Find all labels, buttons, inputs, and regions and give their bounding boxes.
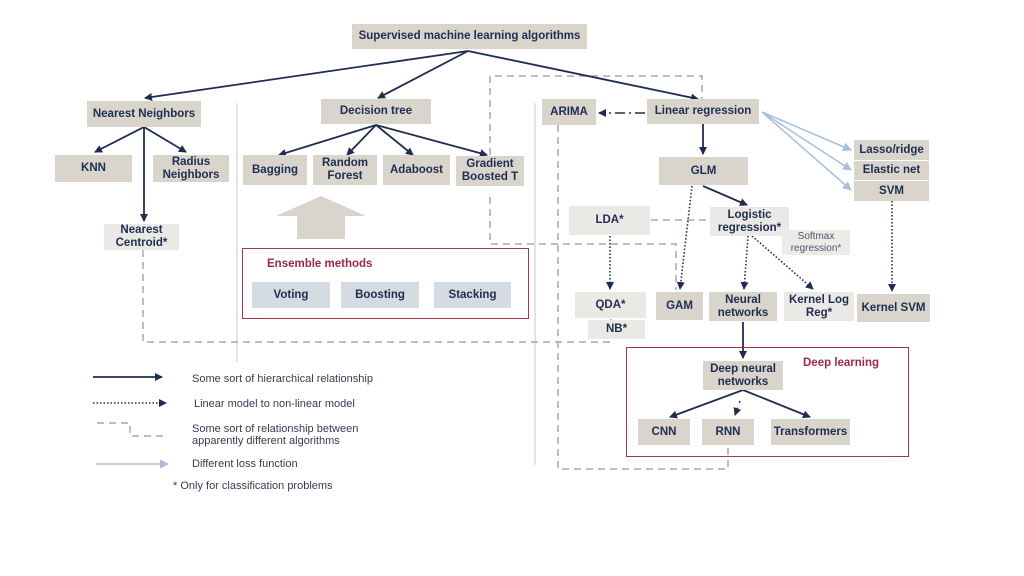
node-stacking: Stacking <box>434 282 511 308</box>
big-up-arrow <box>276 196 366 239</box>
node-glm: GLM <box>659 157 748 185</box>
footnote: * Only for classification problems <box>173 480 333 492</box>
arrow-nn-knn <box>94 126 145 153</box>
arrow-nn-radius <box>143 126 187 153</box>
ensemble-methods-label: Ensemble methods <box>267 258 373 270</box>
legend-solid-text: Some sort of hierarchical relationship <box>192 373 373 385</box>
node-decision-tree: Decision tree <box>321 99 431 124</box>
arrow-root-dt <box>377 50 469 99</box>
arrow-dt-bagging <box>278 124 377 157</box>
node-random-forest: Random Forest <box>313 155 377 185</box>
node-boosting: Boosting <box>341 282 419 308</box>
node-knn: KNN <box>55 155 132 182</box>
arrow-dnn-rnn <box>733 400 742 416</box>
node-radius-neighbors: Radius Neighbors <box>153 155 229 182</box>
dashed-gbt-linreg <box>489 75 703 155</box>
node-qda: QDA* <box>575 292 646 318</box>
dashed-arima-rnn <box>557 125 729 470</box>
arrow-dnn-transformers <box>742 389 811 419</box>
legend-dashed-text: Some sort of relationship between appare… <box>192 423 359 447</box>
arrow-root-linreg <box>467 50 699 102</box>
legend-dotted-text: Linear model to non-linear model <box>194 398 355 410</box>
arrow-dnn-cnn <box>669 389 744 419</box>
deep-learning-group <box>626 347 909 457</box>
node-kernel-log-reg: Kernel Log Reg* <box>784 292 854 321</box>
arrow-linreg-svm <box>761 111 852 191</box>
node-cnn: CNN <box>638 419 690 445</box>
arrow-linreg-lasso <box>761 111 852 151</box>
arrow-logistic-klr <box>751 235 814 290</box>
legend-light-text: Different loss function <box>192 458 298 470</box>
dashed-centroid-lda <box>142 250 612 343</box>
arrow-root-nn <box>144 50 469 101</box>
node-neural-networks: Neural networks <box>709 292 777 321</box>
node-bagging: Bagging <box>243 155 307 185</box>
node-svm: SVM <box>854 181 929 201</box>
node-root: Supervised machine learning algorithms <box>352 24 587 49</box>
node-arima: ARIMA <box>542 99 596 125</box>
node-gradient-boosted: Gradient Boosted T <box>456 156 524 186</box>
node-softmax-regression: Softmax regression* <box>782 230 850 255</box>
node-nearest-centroid: Nearest Centroid* <box>104 224 179 250</box>
node-nb: NB* <box>588 320 645 339</box>
node-rnn: RNN <box>702 419 754 445</box>
arrow-logistic-nn <box>740 235 749 290</box>
arrow-dt-adaboost <box>375 124 414 156</box>
node-adaboost: Adaboost <box>383 155 450 185</box>
arrow-dt-rf <box>346 124 377 156</box>
arrow-linreg-elastic <box>761 111 852 171</box>
node-logistic-regression: Logistic regression* <box>710 207 789 236</box>
node-gam: GAM <box>656 292 703 320</box>
node-deep-neural-networks: Deep neural networks <box>703 361 783 390</box>
deep-learning-label: Deep learning <box>803 357 880 369</box>
arrow-dt-gbt <box>375 124 488 158</box>
arrow-glm-logistic <box>702 185 748 206</box>
node-linear-regression: Linear regression <box>647 99 759 124</box>
node-kernel-svm: Kernel SVM <box>857 294 930 322</box>
node-lasso-ridge: Lasso/ridge <box>854 140 929 160</box>
ensemble-methods-group <box>242 248 529 319</box>
node-transformers: Transformers <box>771 419 850 445</box>
node-lda: LDA* <box>569 206 650 235</box>
legend-dashed-line <box>97 422 163 437</box>
node-voting: Voting <box>252 282 330 308</box>
dashed-gbt-lda-gam <box>489 197 677 290</box>
arrow-glm-gam <box>676 185 693 290</box>
node-elastic-net: Elastic net <box>854 161 929 180</box>
node-nearest-neighbors: Nearest Neighbors <box>87 101 201 127</box>
